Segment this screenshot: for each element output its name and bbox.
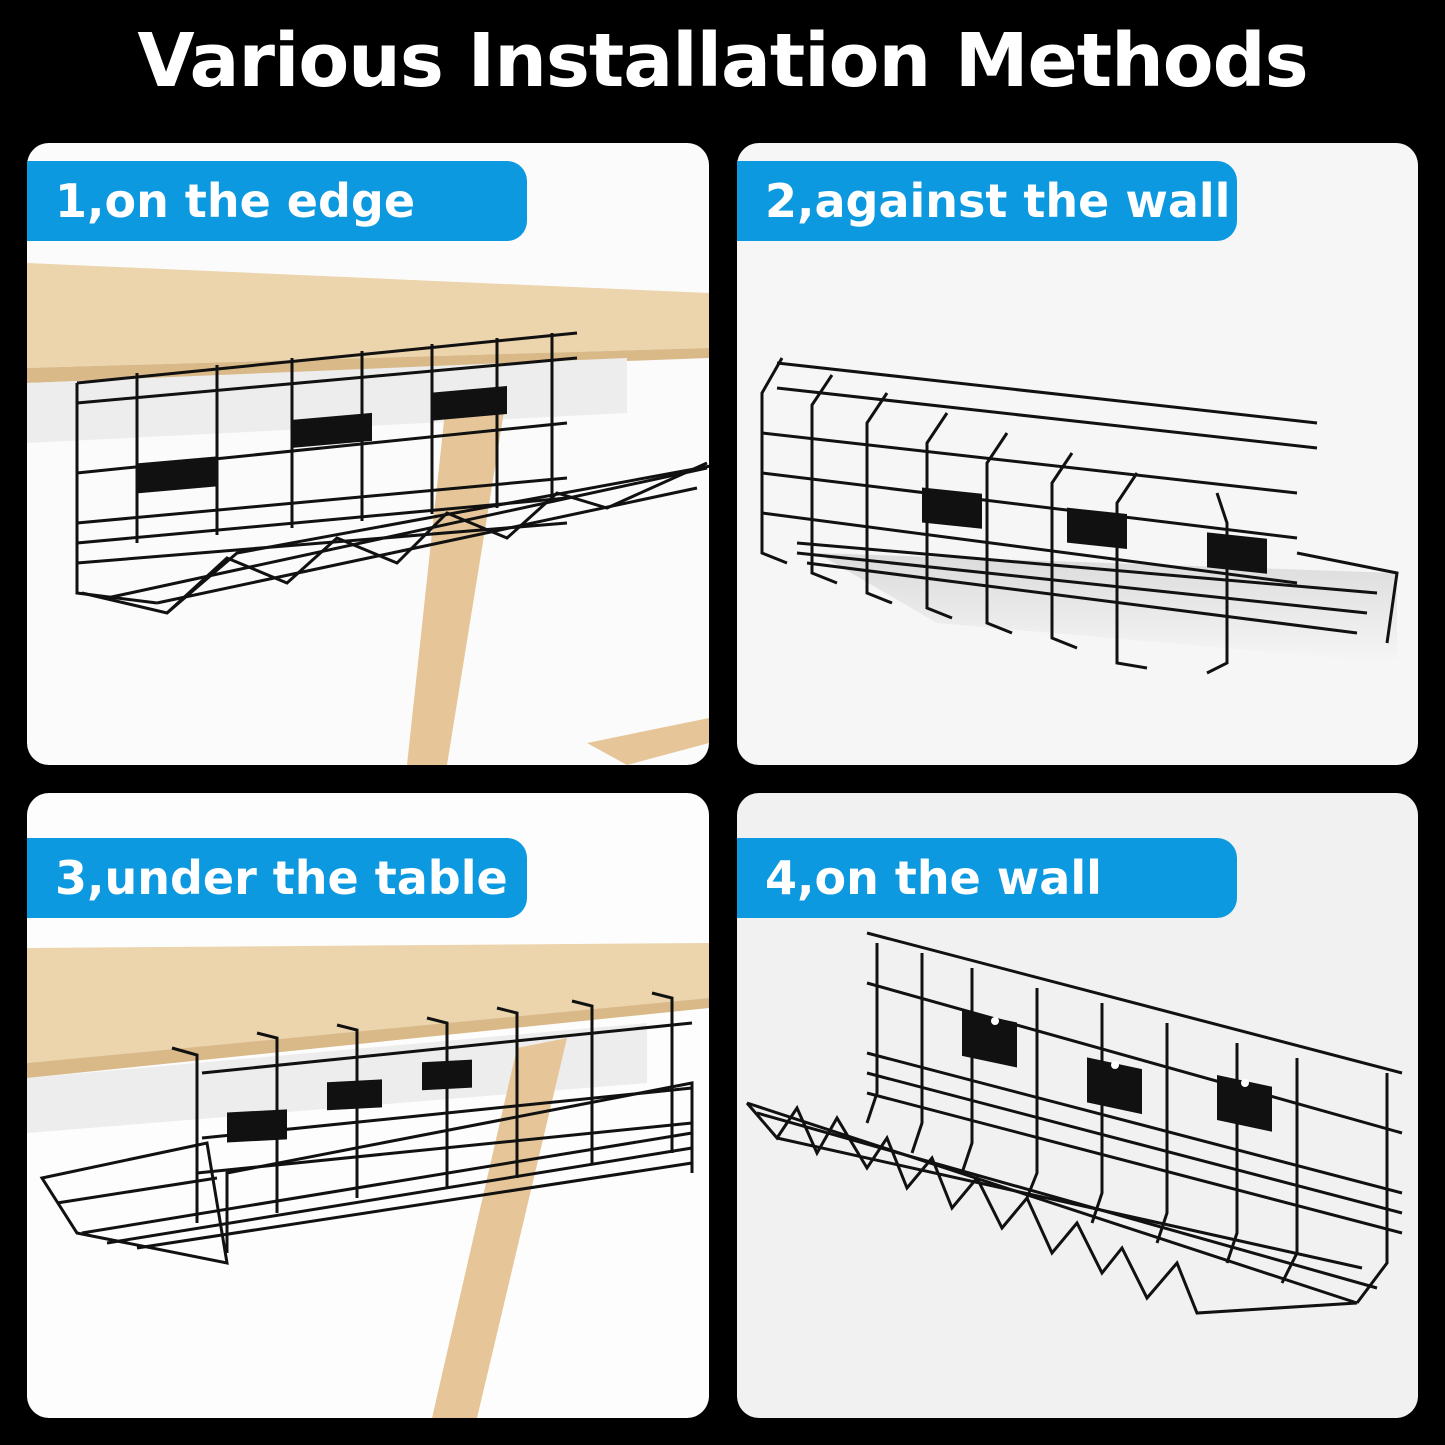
method-label: 3,under the table <box>27 838 527 918</box>
wall-mounted-rack-illustration <box>745 931 1403 1315</box>
desk-edge-rack-illustration <box>27 263 709 765</box>
method-label: 2,against the wall <box>737 161 1237 241</box>
panel-against-the-wall: 2,against the wall <box>737 143 1418 765</box>
page-title: Various Installation Methods <box>137 18 1308 104</box>
method-label: 4,on the wall <box>737 838 1237 918</box>
panel-on-the-wall: 4,on the wall <box>737 793 1418 1418</box>
method-label: 1,on the edge <box>27 161 527 241</box>
wall-standing-rack-illustration <box>760 357 1399 675</box>
panel-on-the-edge: 1,on the edge <box>27 143 709 765</box>
under-table-rack-illustration <box>27 943 709 1418</box>
panel-under-the-table: 3,under the table <box>27 793 709 1418</box>
